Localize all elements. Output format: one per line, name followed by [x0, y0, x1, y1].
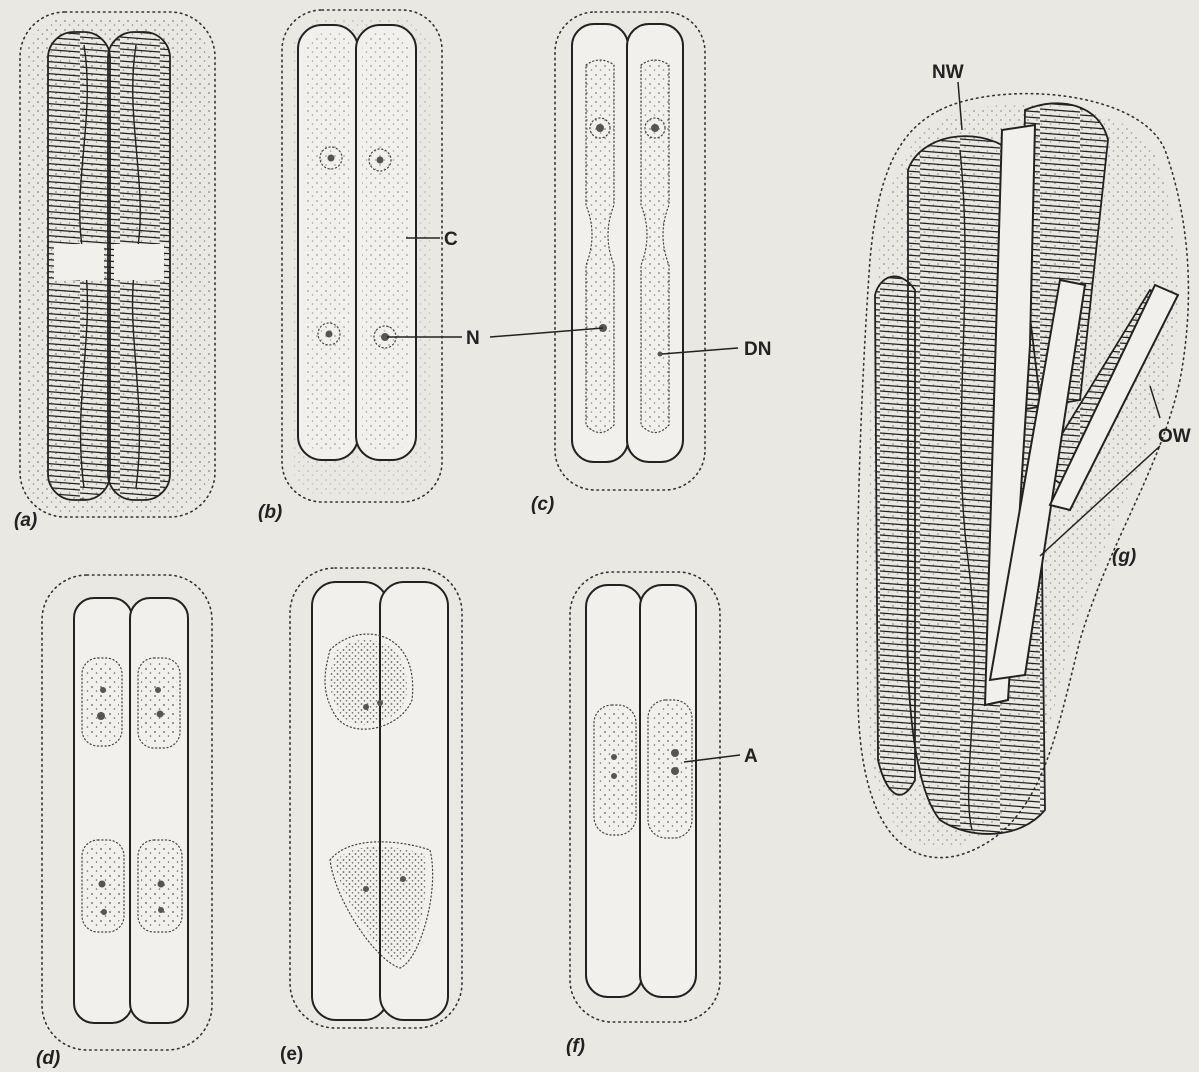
panel-label-c: (c) — [531, 494, 554, 515]
nucleus — [611, 773, 617, 779]
nucleus — [326, 331, 333, 338]
cell-right — [130, 598, 188, 1023]
panel-f: A (f) — [566, 572, 758, 1057]
nucleus — [363, 704, 369, 710]
cell-left — [74, 598, 132, 1023]
nucleus — [596, 124, 604, 132]
nucleus — [400, 876, 406, 882]
auxospore-right-fill — [651, 704, 689, 834]
label-N: N — [466, 328, 480, 349]
label-C: C — [444, 229, 458, 250]
label-NW: NW — [932, 62, 964, 83]
panel-label-g: (g) — [1112, 546, 1136, 567]
nucleus — [158, 881, 165, 888]
label-A: A — [744, 746, 758, 767]
label-OW: OW — [1158, 426, 1191, 447]
nucleus — [651, 124, 659, 132]
central-area-right — [114, 244, 164, 280]
degenerating-nucleus — [658, 352, 663, 357]
nucleus — [671, 767, 679, 775]
nucleus — [97, 712, 105, 720]
cytoplasm-left — [304, 32, 352, 452]
panel-label-d: (d) — [36, 1048, 60, 1069]
nucleus — [377, 157, 384, 164]
panel-g: NW OW (g) — [857, 62, 1191, 858]
panel-label-e: (e) — [280, 1044, 303, 1065]
panel-label-a: (a) — [14, 510, 37, 531]
nucleus — [101, 909, 107, 915]
panel-label-f: (f) — [566, 1036, 585, 1057]
nucleus — [99, 881, 106, 888]
auxospore-left-fill — [597, 709, 633, 831]
nucleus — [611, 754, 617, 760]
panel-e: (e) — [280, 568, 462, 1065]
panel-a: (a) — [14, 12, 215, 531]
label-DN: DN — [744, 339, 771, 360]
panel-d: (d) — [36, 575, 212, 1069]
nucleus — [377, 700, 383, 706]
nucleus — [155, 687, 161, 693]
nucleus — [100, 687, 106, 693]
panel-label-b: (b) — [258, 502, 282, 523]
nucleus — [363, 886, 369, 892]
panel-b: (b) — [258, 10, 442, 523]
central-area-left — [54, 244, 104, 280]
nucleus — [158, 907, 164, 913]
nucleus — [671, 749, 679, 757]
panel-c: (c) — [531, 12, 705, 515]
nucleus — [328, 155, 335, 162]
nucleus — [157, 711, 164, 718]
cytoplasm-right — [362, 32, 410, 452]
